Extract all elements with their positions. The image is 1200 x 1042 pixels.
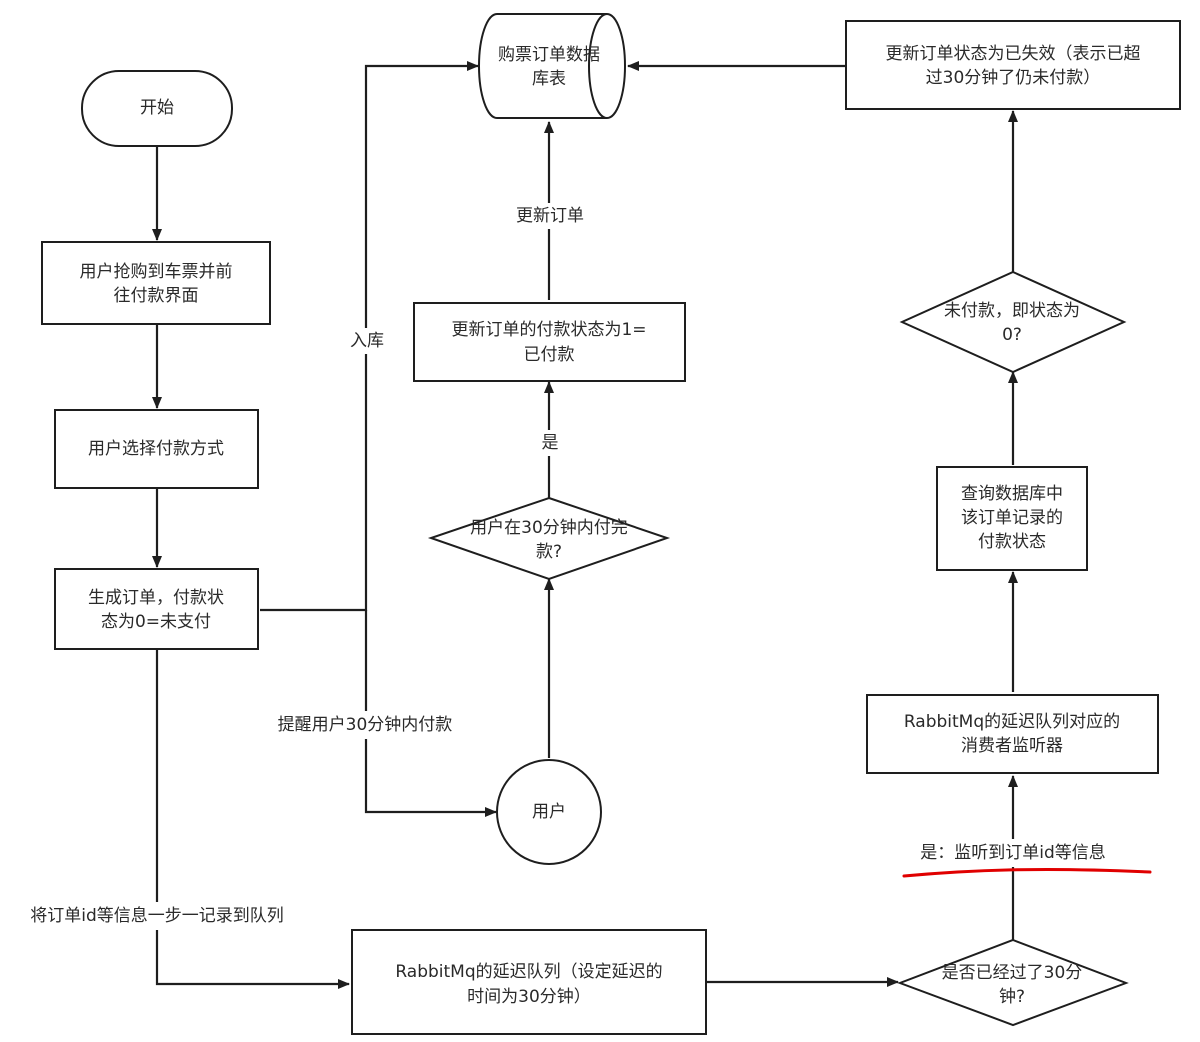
choose-payment-process: 用户选择付款方式 [54, 409, 259, 489]
unpaid-check-label-line2: 0? [1002, 325, 1022, 345]
passed-30-decision: 是否已经过了30分 钟? [897, 938, 1129, 1027]
unpaid-check-label-line1: 未付款，即状态为 [944, 301, 1080, 321]
update-paid-process: 更新订单的付款状态为1= 已付款 [413, 302, 686, 382]
update-paid-label-line1: 更新订单的付款状态为1= [451, 320, 646, 340]
consumer-listener-process: RabbitMq的延迟队列对应的 消费者监听器 [866, 694, 1159, 774]
unpaid-check-decision: 未付款，即状态为 0? [899, 270, 1127, 374]
edge-label-update-order: 更新订单 [516, 206, 584, 226]
order-database-label-line1: 购票订单数据 [498, 45, 600, 65]
paid-in-30-decision: 用户在30分钟内付完 款? [427, 496, 671, 581]
query-status-process: 查询数据库中 该订单记录的 付款状态 [936, 466, 1088, 571]
grab-ticket-label-line2: 往付款界面 [114, 286, 199, 306]
update-paid-label-line2: 已付款 [524, 345, 575, 365]
delay-queue-label-line2: 时间为30分钟） [467, 987, 591, 1007]
edge-labels: 入库 提醒用户30分钟内付款 更新订单 是 将订单id等信息一步一记录到队列 是… [6, 203, 1152, 930]
query-status-label-line3: 付款状态 [978, 532, 1046, 552]
query-status-label-line2: 该订单记录的 [961, 508, 1063, 528]
edge-label-yes: 是 [542, 433, 559, 453]
user-label: 用户 [532, 802, 566, 822]
start-terminal: 开始 [81, 70, 233, 147]
mark-expired-label-line2: 过30分钟了仍未付款） [926, 68, 1101, 88]
edge-label-enqueue: 将订单id等信息一步一记录到队列 [30, 906, 284, 926]
edges [152, 61, 1018, 989]
create-order-process: 生成订单，付款状 态为0=未支付 [54, 568, 259, 650]
grab-ticket-label-line1: 用户抢购到车票并前 [80, 262, 233, 282]
user-actor: 用户 [496, 759, 602, 865]
passed-30-label-line2: 钟? [999, 987, 1025, 1007]
create-order-label-line2: 态为0=未支付 [101, 612, 211, 632]
mark-expired-process: 更新订单状态为已失效（表示已超 过30分钟了仍未付款） [845, 20, 1181, 110]
delay-queue-label-line1: RabbitMq的延迟队列（设定延迟的 [395, 962, 662, 982]
query-status-label-line1: 查询数据库中 [961, 484, 1063, 504]
consumer-listener-label-line2: 消费者监听器 [961, 736, 1063, 756]
edge-create-to-queue [155, 649, 350, 989]
delay-queue-process: RabbitMq的延迟队列（设定延迟的 时间为30分钟） [351, 929, 707, 1035]
choose-payment-label: 用户选择付款方式 [88, 439, 224, 459]
edge-label-store: 入库 [350, 331, 384, 351]
start-label: 开始 [140, 98, 174, 118]
edge-label-yes-listened: 是：监听到订单id等信息 [920, 843, 1106, 863]
mark-expired-label-line1: 更新订单状态为已失效（表示已超 [886, 44, 1141, 64]
order-database-label-line2: 库表 [532, 69, 566, 89]
edge-remind-to-user [364, 610, 497, 817]
consumer-listener-label-line1: RabbitMq的延迟队列对应的 [904, 712, 1120, 732]
paid-in-30-label-line1: 用户在30分钟内付完 [470, 518, 628, 538]
edge-label-remind: 提醒用户30分钟内付款 [278, 715, 453, 735]
grab-ticket-process: 用户抢购到车票并前 往付款界面 [41, 241, 271, 325]
passed-30-label-line1: 是否已经过了30分 [942, 963, 1083, 983]
create-order-label-line1: 生成订单，付款状 [88, 588, 224, 608]
paid-in-30-label-line2: 款? [536, 542, 562, 562]
red-underline-annotation [902, 867, 1152, 878]
order-database: 购票订单数据 库表 [478, 13, 626, 119]
